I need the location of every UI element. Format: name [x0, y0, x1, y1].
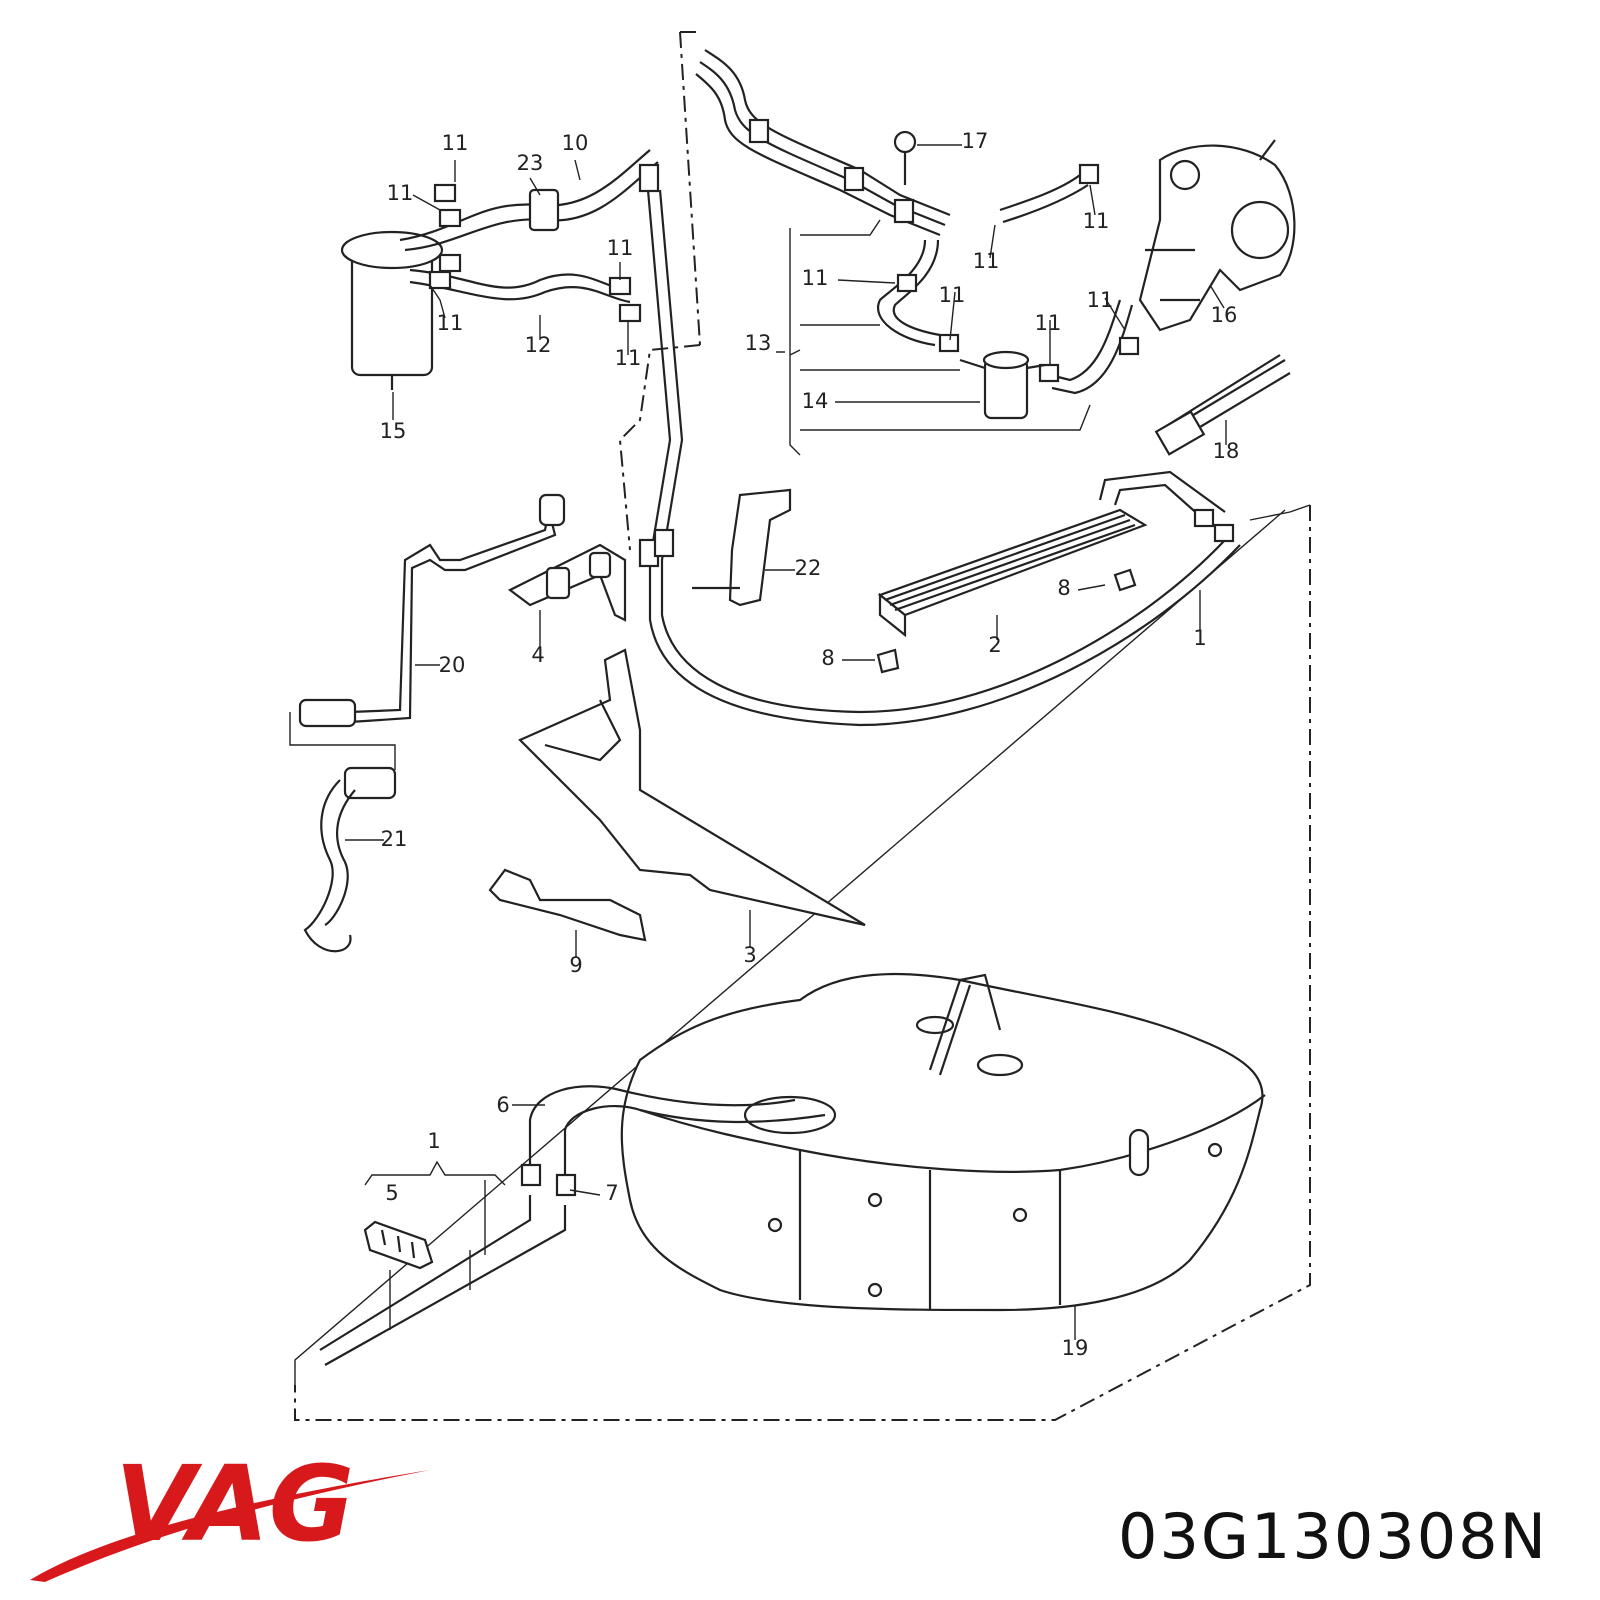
underbody-trim [518, 648, 866, 927]
floor-panel-edge [294, 504, 1311, 1385]
fuel-cooler [876, 470, 1235, 674]
vag-logo: VAG [30, 1443, 430, 1582]
brand-name: VAG [115, 1443, 354, 1565]
callout-6: 6 [496, 1093, 509, 1117]
callout-11: 11 [939, 283, 966, 307]
callout-10: 10 [562, 131, 589, 155]
callout-1: 1 [1193, 626, 1206, 650]
vent-hose [303, 766, 397, 953]
filter-hoses [399, 149, 660, 323]
boundary-frame [294, 31, 1311, 1421]
heat-shield [488, 868, 647, 942]
callout-22: 22 [795, 556, 822, 580]
callout-7: 7 [605, 1181, 618, 1205]
part-number: 03G130308N [1118, 1500, 1548, 1573]
bracket [692, 488, 792, 607]
fuel-tank [620, 972, 1266, 1312]
callout-14: 14 [802, 389, 829, 413]
callout-21: 21 [381, 827, 408, 851]
callout-8: 8 [1057, 576, 1070, 600]
callout-13: 13 [745, 331, 772, 355]
callout-20: 20 [439, 653, 466, 677]
callout-3: 3 [743, 943, 756, 967]
vent-line [289, 493, 566, 770]
callout-23: 23 [517, 151, 544, 175]
callout-11: 11 [1087, 288, 1114, 312]
callout-12: 12 [525, 333, 552, 357]
fuel-filter [340, 230, 444, 390]
pressure-regulator [959, 350, 1046, 420]
fuel-system-diagram: 1123101111111211151711111111111113161418… [289, 31, 1311, 1421]
callout-19: 19 [1062, 1336, 1089, 1360]
leader-lines [345, 144, 1227, 1340]
callout-17: 17 [962, 129, 989, 153]
callout-1: 1 [427, 1129, 440, 1153]
cable-ties [1154, 354, 1291, 456]
holder [507, 543, 627, 622]
callout-9: 9 [569, 953, 582, 977]
callout-11: 11 [607, 236, 634, 260]
callout-11: 11 [802, 266, 829, 290]
fuel-lines-vertical [638, 189, 1241, 727]
callout-16: 16 [1211, 303, 1238, 327]
tank-lines [319, 1085, 826, 1366]
callout-2: 2 [988, 633, 1001, 657]
callout-15: 15 [380, 419, 407, 443]
high-pressure-pump [1138, 139, 1296, 332]
line-clip [363, 1220, 434, 1270]
callout-5: 5 [385, 1181, 398, 1205]
callout-4: 4 [531, 643, 544, 667]
callout-11: 11 [615, 346, 642, 370]
callout-11: 11 [1035, 311, 1062, 335]
callout-11: 11 [437, 311, 464, 335]
upper-pipe-bundle [695, 49, 1140, 395]
callout-11: 11 [442, 131, 469, 155]
callout-11: 11 [1083, 209, 1110, 233]
callout-18: 18 [1213, 439, 1240, 463]
logo-swoosh [30, 1470, 430, 1582]
callout-11: 11 [387, 181, 414, 205]
callout-11: 11 [973, 249, 1000, 273]
callout-8: 8 [821, 646, 834, 670]
